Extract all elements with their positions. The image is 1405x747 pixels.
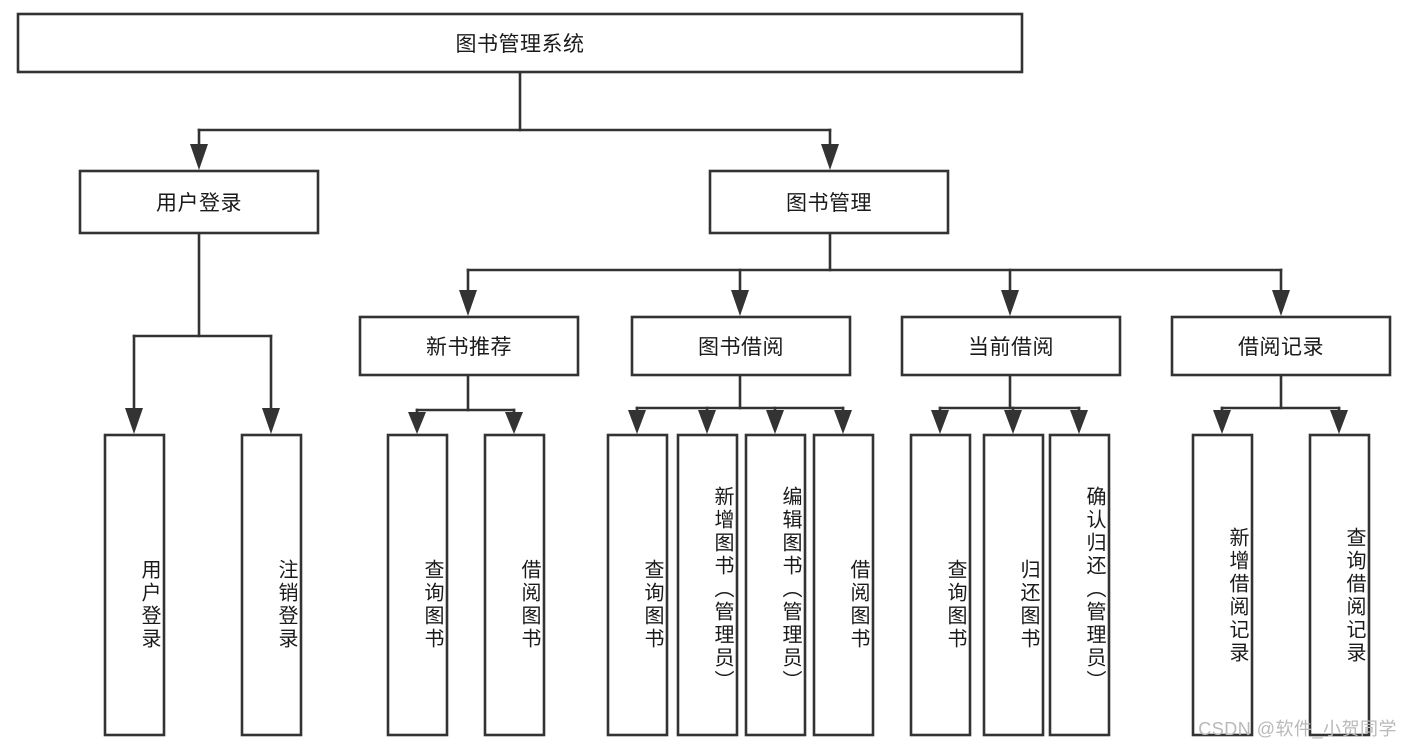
node-box-leaf-bb-borrow[interactable] (812, 433, 875, 737)
arrow-head-leaf-bb-add (698, 410, 716, 434)
arrow-head-leaf-br-query (1330, 410, 1348, 434)
node-box-leaf-bb-add[interactable] (676, 433, 739, 737)
node-box-book-manage[interactable] (708, 169, 950, 235)
arrow-head-leaf-rec-query (408, 412, 426, 434)
arrow-head-leaf-cb-confirm (1070, 410, 1088, 434)
node-box-leaf-cb-query[interactable] (909, 433, 972, 737)
node-box-leaf-user-login[interactable] (103, 433, 166, 737)
arrow-head-book-manage (821, 144, 839, 170)
node-box-current-borrow[interactable] (900, 315, 1122, 377)
arrow-head-leaf-user-login (125, 408, 143, 434)
arrow-head-borrow-record (1272, 290, 1290, 316)
node-box-book-borrow[interactable] (630, 315, 852, 377)
node-box-leaf-bb-edit[interactable] (744, 433, 807, 737)
node-box-leaf-rec-query[interactable] (386, 433, 449, 737)
node-box-leaf-rec-borrow[interactable] (483, 433, 546, 737)
arrow-head-leaf-bb-borrow (834, 410, 852, 434)
arrow-head-leaf-bb-edit (766, 410, 784, 434)
arrow-head-user-login (190, 144, 208, 170)
arrow-head-leaf-cb-query (931, 410, 949, 434)
arrow-head-leaf-bb-query (628, 410, 646, 434)
arrow-head-leaf-rec-borrow (505, 412, 523, 434)
node-box-leaf-user-logout[interactable] (240, 433, 303, 737)
node-box-leaf-br-query[interactable] (1308, 433, 1371, 737)
boxes-group (16, 12, 1392, 737)
arrow-head-book-borrow (731, 290, 749, 316)
node-box-leaf-bb-query[interactable] (606, 433, 669, 737)
csdn-watermark: CSDN @软件_小贺同学 (1198, 719, 1397, 739)
arrow-head-current-borrow (1001, 290, 1019, 316)
node-box-leaf-cb-confirm[interactable] (1048, 433, 1111, 737)
node-box-borrow-record[interactable] (1170, 315, 1392, 377)
node-box-root[interactable] (16, 12, 1024, 74)
node-box-user-login[interactable] (78, 169, 320, 235)
node-box-new-book-rec[interactable] (358, 315, 580, 377)
arrow-head-new-book-rec (459, 290, 477, 316)
node-box-leaf-br-add[interactable] (1191, 433, 1254, 737)
arrow-head-leaf-user-logout (262, 408, 280, 434)
node-box-leaf-cb-return[interactable] (982, 433, 1045, 737)
connectors-group (125, 70, 1348, 434)
arrow-head-leaf-br-add (1213, 410, 1231, 434)
arrow-head-leaf-cb-return (1004, 410, 1022, 434)
